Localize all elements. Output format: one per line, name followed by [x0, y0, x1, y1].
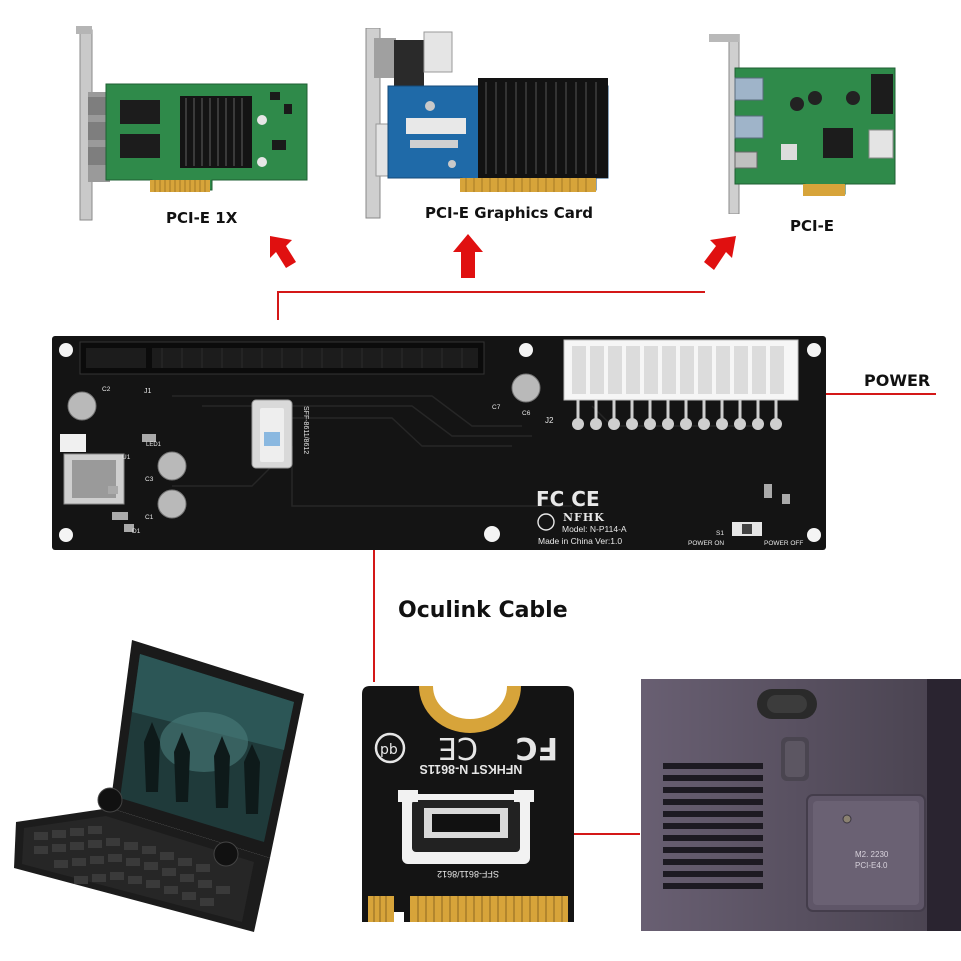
board-j1-label: J1: [144, 388, 152, 395]
board-c1-label: C1: [145, 514, 154, 521]
board-made-in: Made in China Ver:1.0: [538, 536, 623, 546]
board-connector-label: SFF-8611/8612: [302, 406, 309, 455]
laptop-slot-closeup: M2. 2230 PCI-E4.0: [641, 679, 961, 931]
svg-text:FC: FC: [515, 730, 558, 765]
label-oculink-cable: Oculink Cable: [398, 598, 568, 623]
graphics-card-image: [360, 28, 620, 220]
pcie-1x-card-image: [62, 22, 312, 227]
board-switch-off: POWER OFF: [764, 540, 804, 547]
arrow-up-icon: [453, 234, 483, 278]
pcie-usb-card-image: [705, 34, 905, 214]
mini-laptop-image: [14, 632, 314, 932]
fcc-ce-logo: FC CE: [536, 487, 600, 511]
board-model: Model: N-P114-A: [562, 524, 627, 534]
m2-brand-model: NFHKST N-8611S: [419, 762, 523, 776]
arrow-up-right-icon: [704, 236, 736, 270]
svg-text:CE: CE: [438, 730, 478, 765]
board-switch-on: POWER ON: [688, 540, 725, 547]
label-pcie: PCI-E: [790, 217, 835, 235]
m2-oculink-card: pb CE FC NFHKST N-8611S SFF-8611/8612: [362, 686, 574, 922]
label-pcie-1x: PCI-E 1X: [166, 209, 238, 227]
slot-marking-m2-size: M2. 2230: [855, 850, 889, 859]
adapter-board: FC CE NFHK Model: N-P114-A Made in China…: [52, 336, 826, 550]
board-j2-label: J2: [545, 416, 554, 425]
board-c3-label: C3: [145, 476, 154, 483]
board-d1-label: D1: [132, 528, 141, 535]
svg-text:pb: pb: [380, 742, 398, 758]
board-c6-label: C6: [522, 410, 531, 417]
m2-connector-label: SFF-8611/8612: [437, 869, 499, 879]
slot-marking-pcie: PCI-E4.0: [855, 861, 888, 870]
board-brand: NFHK: [563, 511, 605, 524]
board-c2-label: C2: [102, 386, 111, 393]
board-c7-label: C7: [492, 404, 501, 411]
arrow-up-left-icon: [270, 236, 296, 268]
board-led1-label: LED1: [146, 442, 162, 448]
board-u1-label: U1: [122, 454, 131, 461]
label-power: POWER: [864, 371, 931, 390]
label-pcie-graphics-card: PCI-E Graphics Card: [425, 204, 593, 222]
board-s1-label: S1: [716, 530, 724, 537]
